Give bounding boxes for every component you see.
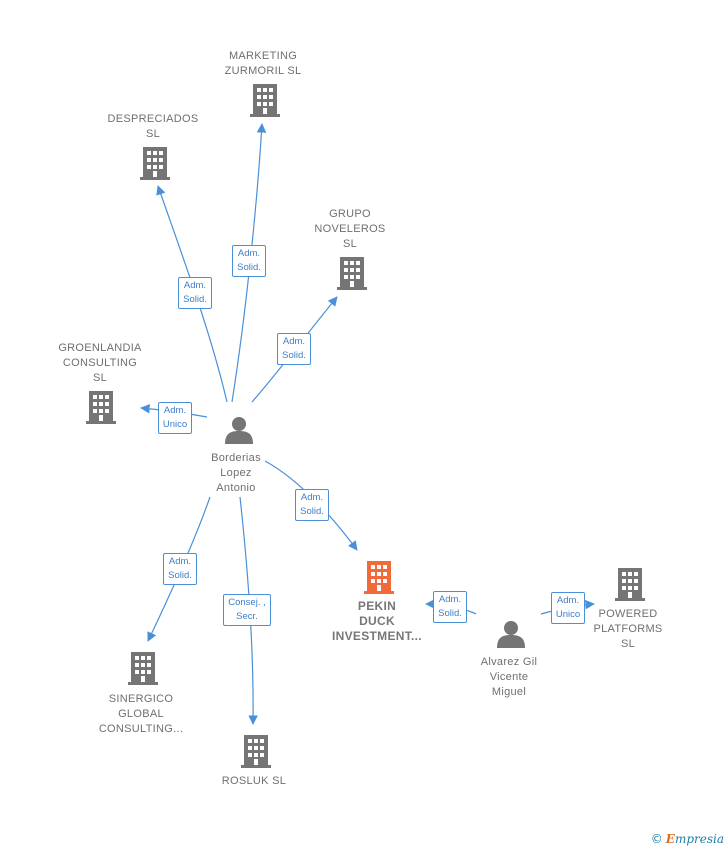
relation-label-powered[interactable]: Adm. Unico: [550, 592, 586, 624]
brand-initial: E: [665, 832, 675, 846]
node-label-despreciados[interactable]: DESPRECIADOS SL: [107, 113, 199, 140]
relation-label-sinergico[interactable]: Adm. Solid.: [163, 553, 197, 585]
node-label-groenlandia[interactable]: GROENLANDIA CONSULTING SL: [58, 342, 142, 384]
node-label-marketing[interactable]: MARKETING ZURMORIL SL: [224, 50, 302, 77]
node-label-borderias[interactable]: Borderias Lopez Antonio: [211, 452, 261, 494]
node-label-alvarez[interactable]: Alvarez Gil Vicente Miguel: [480, 656, 538, 698]
relation-label-despreciados[interactable]: Adm. Solid.: [178, 277, 212, 309]
relation-label-marketing[interactable]: Adm. Solid.: [232, 245, 266, 277]
relation-label-pekin[interactable]: Adm. Solid.: [295, 489, 329, 521]
relation-label-grupo[interactable]: Adm. Solid.: [277, 333, 311, 365]
node-label-grupo[interactable]: GRUPO NOVELEROS SL: [314, 208, 386, 250]
empresia-brand: ©Empresia: [651, 832, 724, 846]
building-icon-pekin[interactable]: [364, 561, 394, 594]
relation-label-pekin[interactable]: Adm. Solid.: [433, 591, 467, 623]
copyright-icon: ©: [650, 832, 663, 846]
building-icon-sinergico[interactable]: [128, 652, 158, 685]
building-icon-despreciados[interactable]: [140, 147, 170, 180]
relation-label-groenlandia[interactable]: Adm. Unico: [157, 402, 193, 434]
building-icon-grupo[interactable]: [337, 257, 367, 290]
node-label-rosluk[interactable]: ROSLUK SL: [221, 775, 287, 787]
person-icon-borderias[interactable]: [225, 417, 253, 444]
building-icon-powered[interactable]: [615, 568, 645, 601]
building-icon-marketing[interactable]: [250, 84, 280, 117]
node-label-powered[interactable]: POWERED PLATFORMS SL: [593, 608, 663, 650]
node-label-sinergico[interactable]: SINERGICO GLOBAL CONSULTING...: [98, 693, 184, 735]
building-icon-groenlandia[interactable]: [86, 391, 116, 424]
brand-name: mpresia: [674, 832, 724, 846]
node-label-pekin[interactable]: PEKIN DUCK INVESTMENT...: [332, 599, 422, 643]
person-icon-alvarez[interactable]: [497, 621, 525, 648]
building-icon-rosluk[interactable]: [241, 735, 271, 768]
relation-label-rosluk[interactable]: Consej. , Secr.: [223, 594, 271, 626]
